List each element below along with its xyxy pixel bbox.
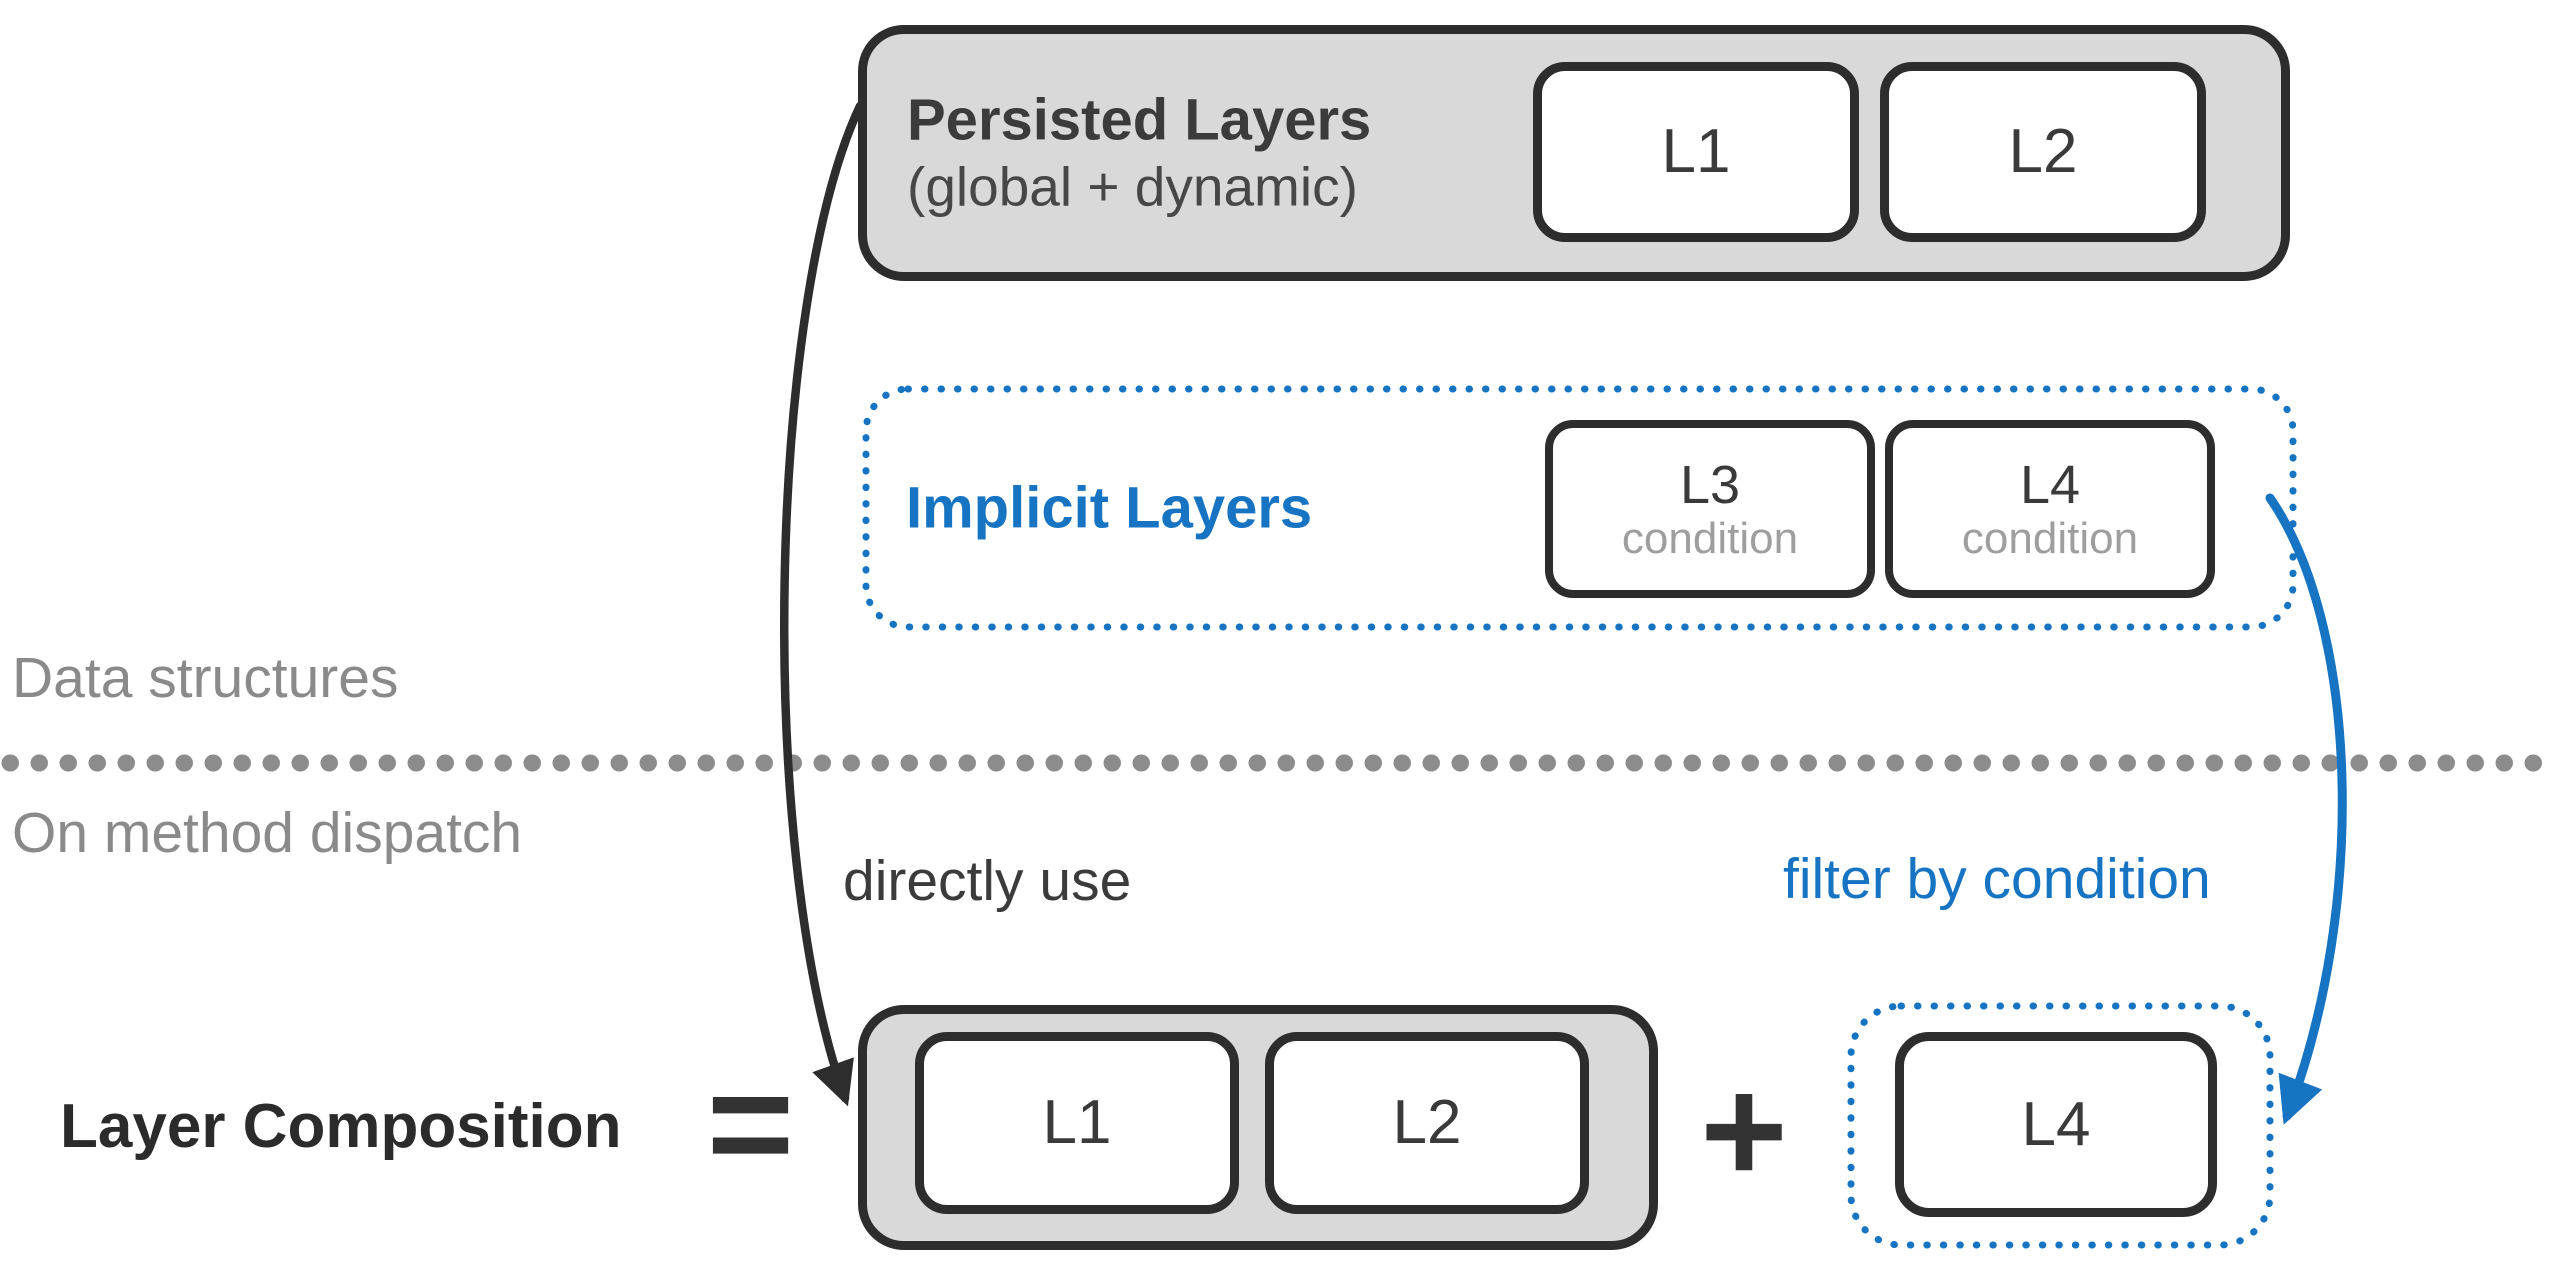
persisted-layers-subtitle: (global + dynamic) bbox=[907, 155, 1358, 218]
chip-label: L3 bbox=[1679, 454, 1741, 515]
chip-label: L1 bbox=[1661, 117, 1731, 187]
composition-chip-l2: L2 bbox=[1265, 1032, 1589, 1214]
layer-chip-l4: L4 condition bbox=[1885, 420, 2215, 598]
chip-label: L4 bbox=[2019, 454, 2081, 515]
section-label-method-dispatch: On method dispatch bbox=[12, 801, 523, 865]
chip-label: L2 bbox=[2008, 117, 2078, 187]
chip-condition-label: condition bbox=[1621, 514, 1799, 564]
directly-use-arrow bbox=[780, 101, 865, 1107]
plus-sign: + bbox=[1700, 1046, 1788, 1214]
chip-condition-label: condition bbox=[1961, 514, 2139, 564]
arrow-label-directly-use: directly use bbox=[843, 849, 1132, 913]
arrow-label-filter-by-condition: filter by condition bbox=[1783, 847, 2211, 911]
section-label-data-structures: Data structures bbox=[12, 646, 399, 710]
implicit-layers-title-block: Implicit Layers bbox=[906, 475, 1312, 542]
layer-chip-l1: L1 bbox=[1533, 62, 1859, 242]
composition-label: Layer Composition bbox=[60, 1092, 622, 1161]
layer-chip-l3: L3 condition bbox=[1545, 420, 1875, 598]
filtered-chip-l4: L4 bbox=[1895, 1032, 2217, 1217]
chip-label: L2 bbox=[1392, 1088, 1462, 1158]
equals-sign: = bbox=[706, 1038, 795, 1207]
composition-chip-l1: L1 bbox=[915, 1032, 1239, 1214]
persisted-layers-title-block: Persisted Layers (global + dynamic) bbox=[907, 86, 1371, 219]
layer-chip-l2: L2 bbox=[1880, 62, 2206, 242]
chip-label: L1 bbox=[1042, 1088, 1112, 1158]
chip-label: L4 bbox=[2021, 1089, 2091, 1159]
implicit-layers-title: Implicit Layers bbox=[906, 475, 1313, 541]
persisted-layers-title: Persisted Layers bbox=[907, 87, 1372, 153]
